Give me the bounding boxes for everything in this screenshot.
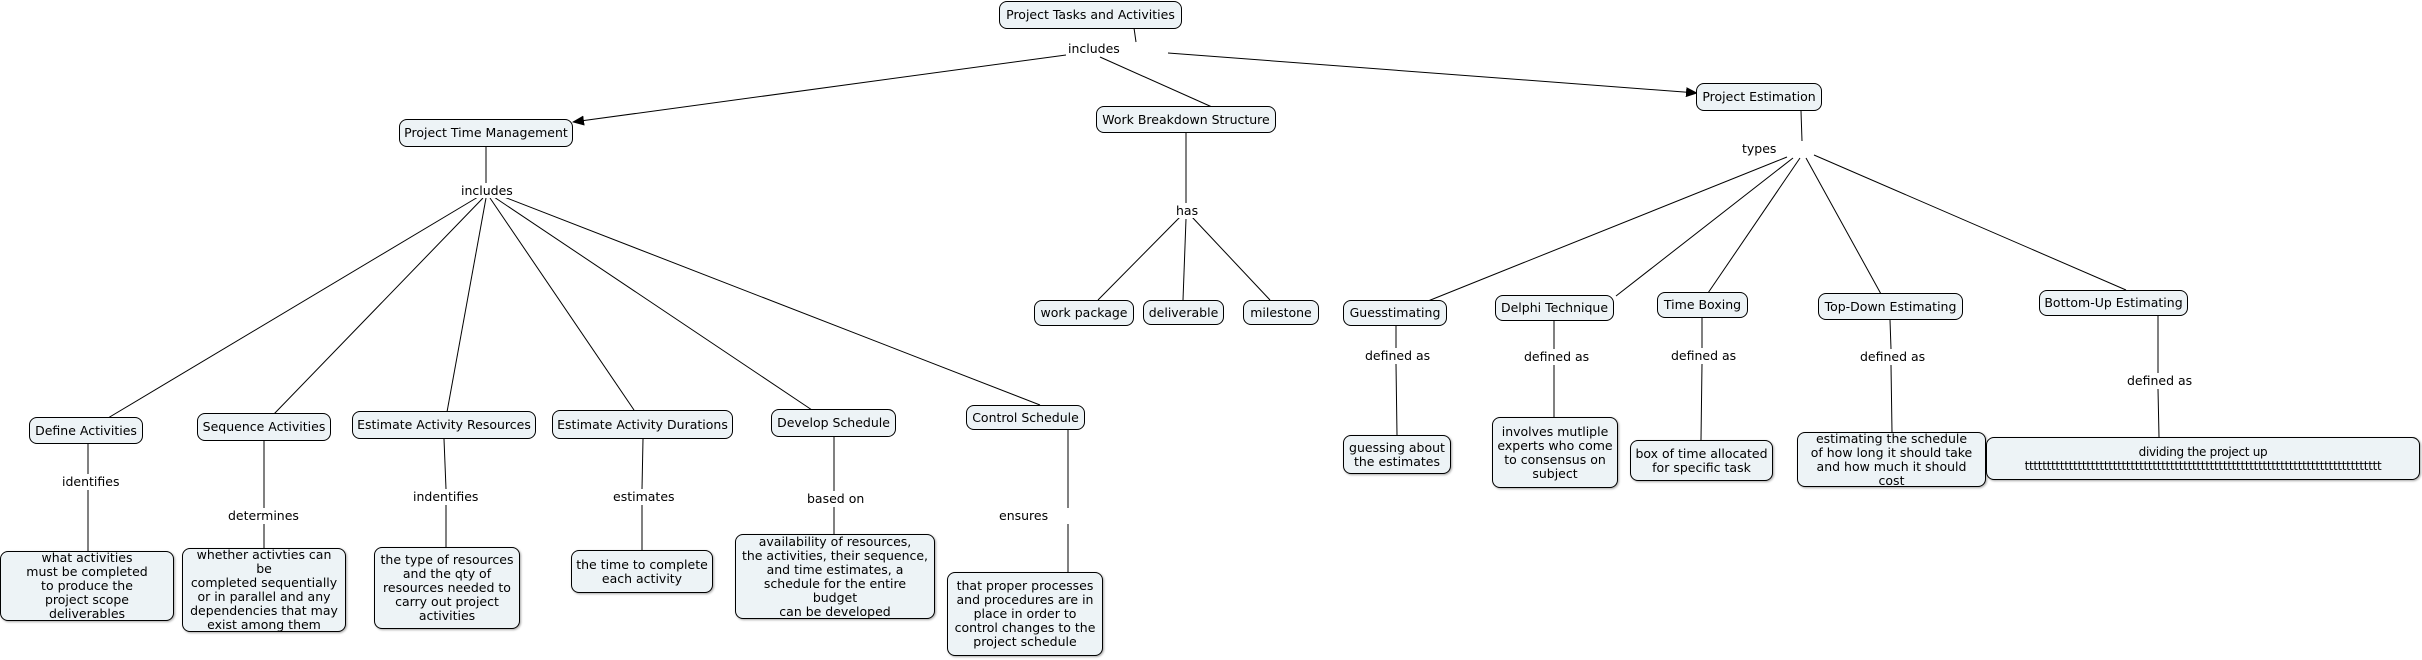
node-desc-time-boxing[interactable]: box of time allocated for specific task [1630,440,1773,481]
node-desc-top-down-estimating[interactable]: estimating the schedule of how long it s… [1797,432,1986,487]
link-label-indentifies: indentifies [411,489,481,504]
link-label-defined-as-top-down: defined as [1858,349,1928,364]
node-time-boxing[interactable]: Time Boxing [1657,292,1748,318]
node-desc-estimate-durations[interactable]: the time to complete each activity [571,550,713,593]
link-label-determines: determines [226,508,301,523]
link-label-identifies: identifies [60,474,122,489]
link-label-has: has [1174,203,1201,218]
node-sequence-activities[interactable]: Sequence Activities [197,413,331,441]
node-delphi-technique[interactable]: Delphi Technique [1495,295,1614,321]
node-project-time-management[interactable]: Project Time Management [399,119,573,147]
link-label-ensures: ensures [997,508,1051,523]
node-estimate-activity-resources[interactable]: Estimate Activity Resources [352,411,536,439]
link-label-defined-as-delphi: defined as [1522,349,1592,364]
node-top-down-estimating[interactable]: Top-Down Estimating [1818,293,1963,320]
node-desc-bottom-up-estimating[interactable]: dividing the project up tttttttttttttttt… [1986,437,2420,480]
node-work-package[interactable]: work package [1034,300,1134,326]
link-label-based-on: based on [805,491,867,506]
node-bottom-up-estimating[interactable]: Bottom-Up Estimating [2039,290,2188,316]
node-control-schedule[interactable]: Control Schedule [966,405,1085,430]
node-develop-schedule[interactable]: Develop Schedule [771,409,896,437]
node-desc-estimate-resources[interactable]: the type of resources and the qty of res… [374,547,520,629]
node-guesstimating[interactable]: Guesstimating [1343,300,1447,326]
link-label-includes-ptm: includes [459,183,515,198]
link-label-includes-root: includes [1066,41,1122,56]
node-desc-delphi-technique[interactable]: involves mutliple experts who come to co… [1492,417,1618,488]
link-label-types: types [1740,141,1779,156]
node-desc-control-schedule[interactable]: that proper processes and procedures are… [947,572,1103,656]
node-define-activities[interactable]: Define Activities [29,417,143,444]
node-desc-sequence-activities[interactable]: whether activties can be completed seque… [182,548,346,632]
node-project-tasks-and-activities[interactable]: Project Tasks and Activities [999,1,1182,29]
node-deliverable[interactable]: deliverable [1143,300,1224,325]
node-estimate-activity-durations[interactable]: Estimate Activity Durations [552,410,733,439]
node-desc-develop-schedule[interactable]: availability of resources, the activitie… [735,534,935,619]
node-desc-guesstimating[interactable]: guessing about the estimates [1343,435,1451,474]
node-desc-define-activities[interactable]: what activities must be completed to pro… [0,551,174,621]
node-project-estimation[interactable]: Project Estimation [1696,83,1822,111]
link-label-estimates: estimates [611,489,677,504]
link-label-defined-as-guesstimating: defined as [1363,348,1433,363]
link-label-defined-as-bottom-up: defined as [2125,373,2195,388]
node-work-breakdown-structure[interactable]: Work Breakdown Structure [1096,106,1276,133]
link-label-defined-as-time-boxing: defined as [1669,348,1739,363]
node-milestone[interactable]: milestone [1243,300,1319,325]
